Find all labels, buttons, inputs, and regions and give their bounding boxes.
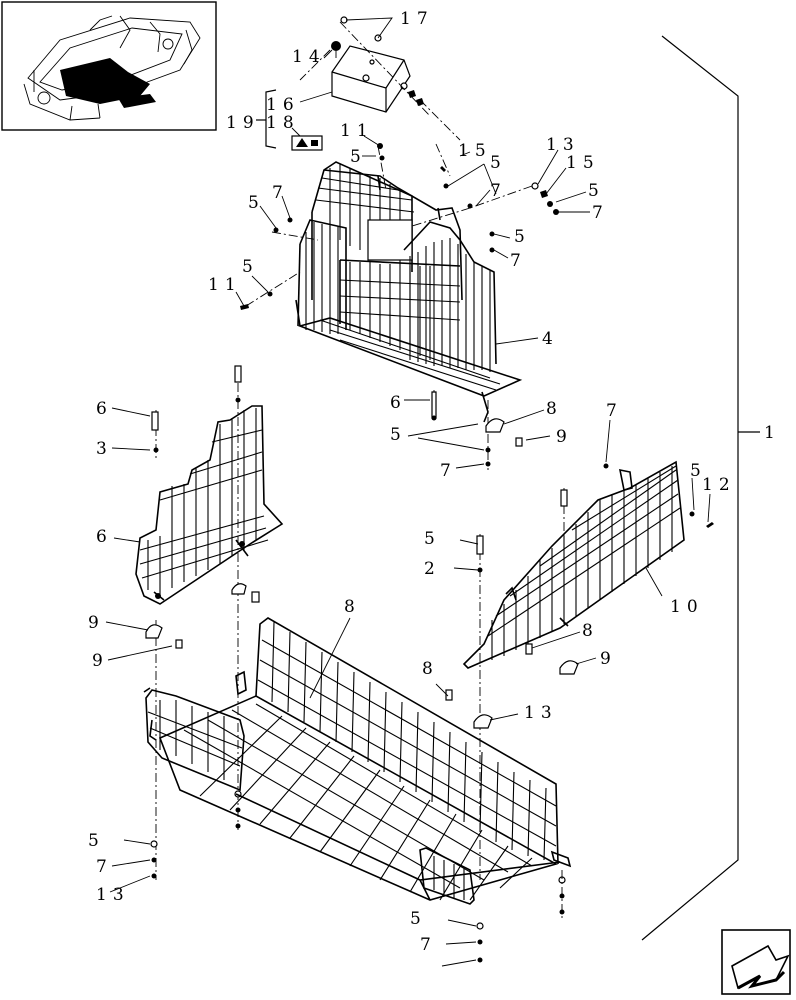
callout-11: 11 (340, 121, 374, 141)
left-panel-hardware (145, 365, 260, 880)
callout-13: 5 (410, 909, 427, 929)
callout-13: 13 (546, 135, 580, 155)
callout-12: 12 (702, 475, 736, 495)
warning-decal-icon (291, 135, 323, 151)
callout-6: 6 (390, 393, 407, 413)
right-side-panel (462, 460, 685, 669)
callout-5: 7 (96, 857, 113, 877)
callout-8: 8 (546, 399, 563, 419)
callout-4: 4 (542, 329, 559, 349)
callout-8: 9 (600, 649, 617, 669)
callout-5: 5 (690, 461, 707, 481)
callout-2: 10 (670, 597, 704, 617)
callout-5: 5 (390, 425, 407, 445)
callout-7: 7 (272, 183, 289, 203)
callout-5: 3 (96, 439, 113, 459)
left-side-panel (135, 405, 284, 605)
callout-5: 7 (420, 935, 437, 955)
bolt-14 (331, 41, 341, 58)
callout-7: 7 (592, 203, 609, 223)
bottom-basket (143, 617, 572, 905)
callout-7: 7 (490, 181, 507, 201)
callout-3: 6 (96, 527, 113, 547)
assembly-bracket (641, 35, 760, 941)
callout-6: 5 (424, 529, 441, 549)
callout-5: 2 (424, 559, 441, 579)
fasteners-top (240, 143, 559, 310)
cover-plate (331, 45, 411, 113)
top-basket (295, 161, 523, 423)
callout-9: 8 (422, 659, 439, 679)
fasteners-mid (431, 391, 609, 469)
next-page-arrow-icon[interactable] (721, 929, 791, 995)
callout-9: 8 (582, 621, 599, 641)
callout-5: 5 (514, 227, 531, 247)
callout-7: 13 (96, 885, 130, 905)
callout-18: 18 (266, 113, 300, 133)
callout-1: 1 (764, 423, 781, 443)
callout-5: 5 (588, 181, 605, 201)
callout-5: 5 (248, 193, 265, 213)
callout-labels: 17 14 16 19 18 11 5 15 13 15 5 7 7 5 7 5… (88, 9, 781, 955)
callout-14: 14 (292, 47, 326, 67)
callout-5: 5 (490, 153, 507, 173)
kit-bracket (265, 89, 277, 149)
callout-15: 15 (566, 153, 600, 173)
callout-6: 6 (96, 399, 113, 419)
callout-19: 19 (226, 113, 260, 133)
right-panel-hardware (445, 488, 714, 963)
callout-11: 11 (208, 275, 242, 295)
callout-9: 9 (556, 427, 573, 447)
callout-5: 5 (242, 257, 259, 277)
callout-15: 15 (458, 141, 492, 161)
callout-7: 7 (440, 461, 457, 481)
callout-10: 8 (344, 597, 361, 617)
hardware-17 (340, 16, 424, 106)
callout-9: 9 (92, 651, 109, 671)
callout-17: 17 (400, 9, 434, 29)
callout-13: 5 (88, 831, 105, 851)
callout-8: 13 (524, 703, 558, 723)
callout-7: 7 (510, 251, 527, 271)
callout-5: 5 (350, 147, 367, 167)
machine-overview-thumbnail (1, 1, 217, 131)
callout-7: 7 (606, 401, 623, 421)
callout-16: 16 (266, 95, 300, 115)
callout-8: 9 (88, 613, 105, 633)
